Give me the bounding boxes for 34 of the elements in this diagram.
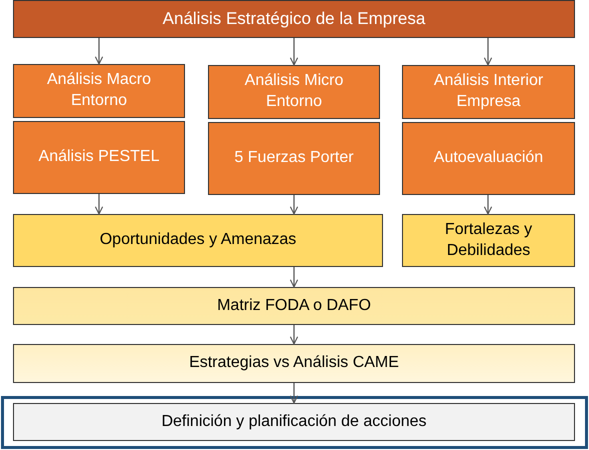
- box-label: Análisis Micro Entorno: [244, 71, 344, 112]
- box-label: Análisis PESTEL: [38, 147, 160, 168]
- arrow: [290, 267, 298, 288]
- process-box: [208, 122, 380, 195]
- box-label: Estrategias vs Análisis CAME: [189, 353, 399, 374]
- box-label: Oportunidades y Amenazas: [100, 230, 296, 250]
- box-label: Análisis Estratégico de la Empresa: [162, 8, 426, 30]
- process-box: [13, 287, 575, 325]
- process-box: [208, 65, 380, 119]
- arrow: [290, 195, 298, 215]
- arrow: [484, 38, 492, 66]
- arrow: [290, 38, 298, 66]
- process-box: [13, 64, 185, 118]
- box-label: Matriz FODA o DAFO: [217, 296, 371, 316]
- process-box: [402, 214, 575, 267]
- frame-box: [1, 396, 588, 449]
- process-box: [402, 122, 575, 195]
- process-box: [13, 121, 185, 194]
- arrow: [290, 325, 298, 345]
- arrow: [484, 195, 492, 215]
- process-box: [13, 214, 383, 267]
- box-label: Análisis Interior Empresa: [432, 71, 544, 112]
- process-box: [402, 65, 575, 119]
- process-box: [13, 344, 575, 383]
- box-label: Análisis Macro Entorno: [46, 70, 152, 111]
- arrow: [94, 194, 104, 215]
- arrow: [94, 38, 104, 65]
- box-label: 5 Fuerzas Porter: [234, 148, 354, 168]
- process-box: [13, 403, 575, 441]
- box-label: Definición y planificación de acciones: [161, 412, 427, 432]
- process-box: [13, 0, 575, 38]
- box-label: Autoevaluación: [434, 148, 544, 168]
- box-label: Fortalezas y Debilidades: [444, 220, 534, 260]
- arrow: [290, 383, 298, 404]
